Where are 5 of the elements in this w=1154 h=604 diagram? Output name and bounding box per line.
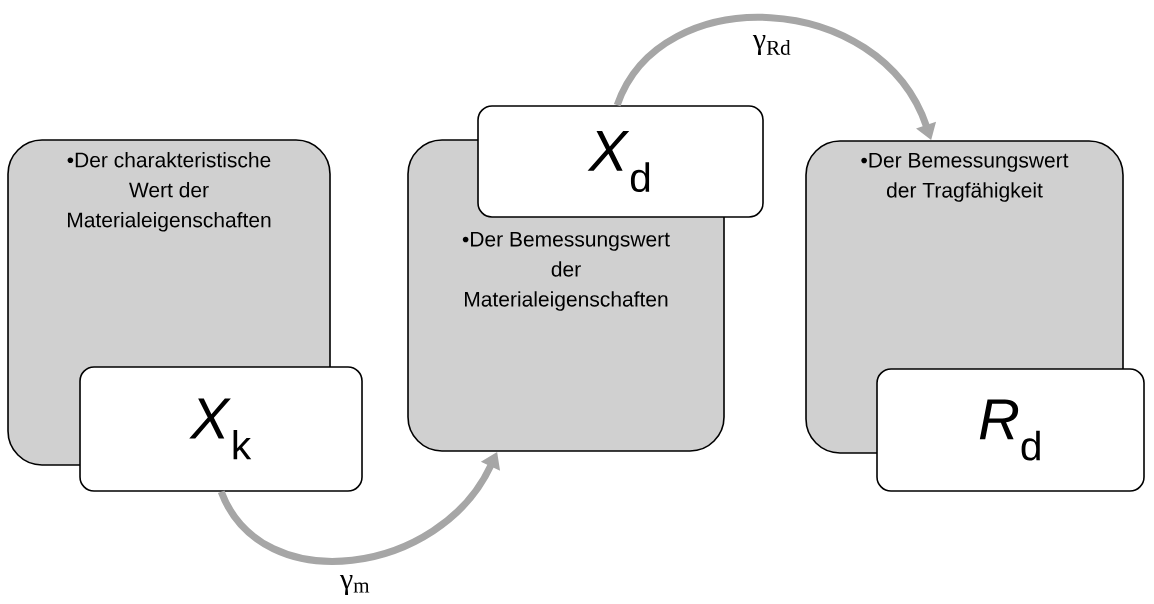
symbol-box: R$_{d}$ xyxy=(876,368,1145,492)
symbol-box: X$_{k}$ xyxy=(79,366,363,492)
edge-label: γ$_{m}$ xyxy=(339,574,370,596)
symbol-box: X$_{d}$ xyxy=(477,105,764,218)
edge-label: γ$_{Rd}$ xyxy=(752,34,791,56)
